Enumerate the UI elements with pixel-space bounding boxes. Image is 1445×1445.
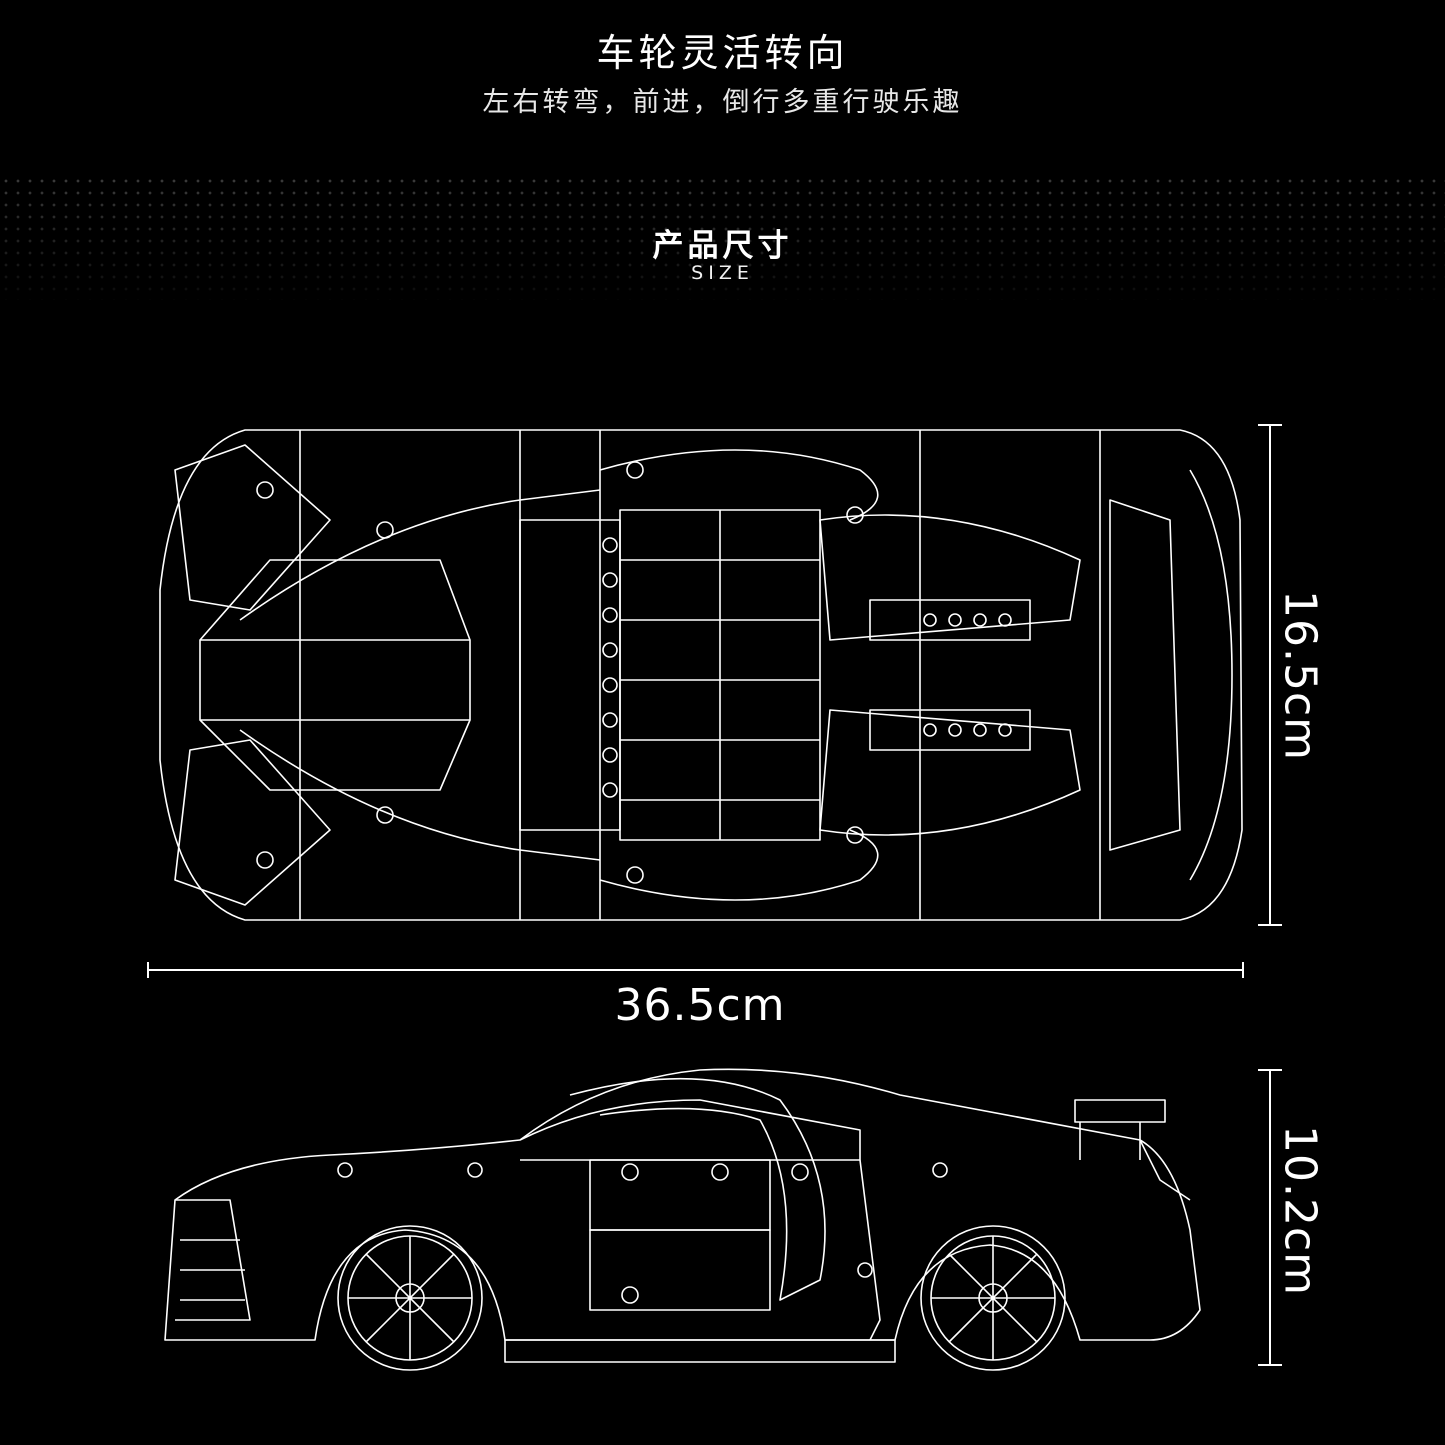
width-label: 16.5cm (1274, 589, 1326, 762)
dotted-divider-band (0, 175, 1445, 300)
size-section-title: 产品尺寸 (652, 228, 793, 264)
subheadline: 左右转弯，前进，倒行多重行驶乐趣 (482, 87, 963, 118)
length-label: 36.5cm (614, 980, 786, 1031)
rear-wheel (920, 1225, 1066, 1371)
height-label: 10.2cm (1274, 1124, 1326, 1297)
size-section-subtitle: SIZE (691, 262, 754, 284)
car-top-view (159, 429, 1243, 921)
dimension-lines (147, 424, 1282, 1366)
car-side-view (164, 1068, 1201, 1371)
headline: 车轮灵活转向 (596, 31, 849, 75)
front-wheel (337, 1225, 483, 1371)
